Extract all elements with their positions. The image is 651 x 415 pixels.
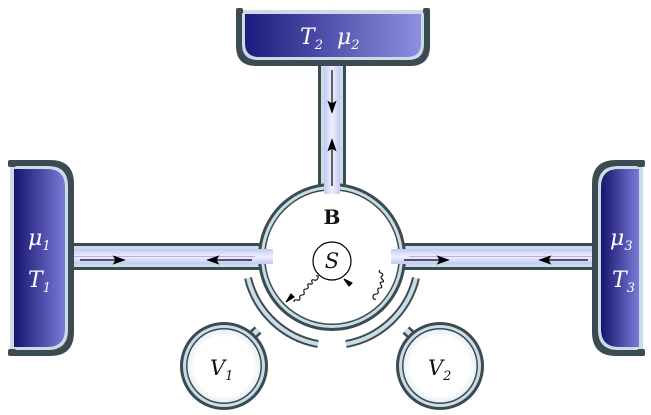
reservoir-right: μ3 T3 — [592, 160, 645, 356]
probe-2-subscript: 2 — [442, 369, 451, 384]
svg-text:μ3: μ3 — [610, 226, 633, 254]
svg-text:μ1: μ1 — [28, 226, 51, 254]
arrow-down-icon — [327, 100, 337, 114]
reservoir-right-temp: T — [612, 268, 629, 293]
probe-connectors — [236, 326, 428, 351]
reservoir-left-chem: μ — [28, 226, 42, 251]
probe-1-symbol: V — [210, 356, 227, 380]
voltage-probe-1: V1 — [180, 322, 268, 410]
arrow-icon — [285, 293, 295, 303]
system-s: S — [312, 241, 352, 281]
svg-text:V1: V1 — [210, 356, 233, 384]
voltage-probe-2: V2 — [396, 322, 484, 410]
right-channel — [400, 243, 595, 270]
reservoir-top-chem-sub: 2 — [350, 38, 359, 53]
reservoir-right-chem: μ — [610, 226, 624, 251]
left-channel — [72, 243, 264, 270]
svg-text:T1: T1 — [28, 268, 51, 296]
probe-1-subscript: 1 — [225, 369, 233, 384]
reservoir-top-temp: T — [300, 25, 317, 50]
cavity-label: B — [324, 205, 341, 229]
svg-text:T3: T3 — [612, 268, 635, 296]
reservoir-left-chem-sub: 1 — [42, 239, 50, 254]
flow-arrows — [80, 70, 588, 265]
reservoir-left-temp: T — [28, 268, 45, 293]
arrow-right-icon — [436, 255, 450, 265]
reservoir-left: μ1 T1 — [8, 160, 74, 356]
arrow-up-icon — [327, 138, 337, 152]
arrow-left-icon — [206, 255, 220, 265]
reservoir-top-temp-sub: 2 — [314, 38, 323, 53]
arrow-icon — [343, 278, 353, 287]
system-label: S — [325, 249, 339, 273]
probe-arcs — [244, 276, 420, 348]
reservoir-top-chem: μ — [337, 25, 351, 50]
svg-text:V2: V2 — [428, 356, 451, 384]
reservoir-right-temp-sub: 3 — [627, 281, 635, 296]
reservoir-right-chem-sub: 3 — [624, 239, 632, 254]
reservoir-left-temp-sub: 1 — [43, 281, 51, 296]
arrow-left-icon — [538, 255, 552, 265]
arrow-right-icon — [112, 255, 126, 265]
probe-2-symbol: V — [428, 356, 445, 380]
wavy-couplings — [285, 269, 385, 303]
